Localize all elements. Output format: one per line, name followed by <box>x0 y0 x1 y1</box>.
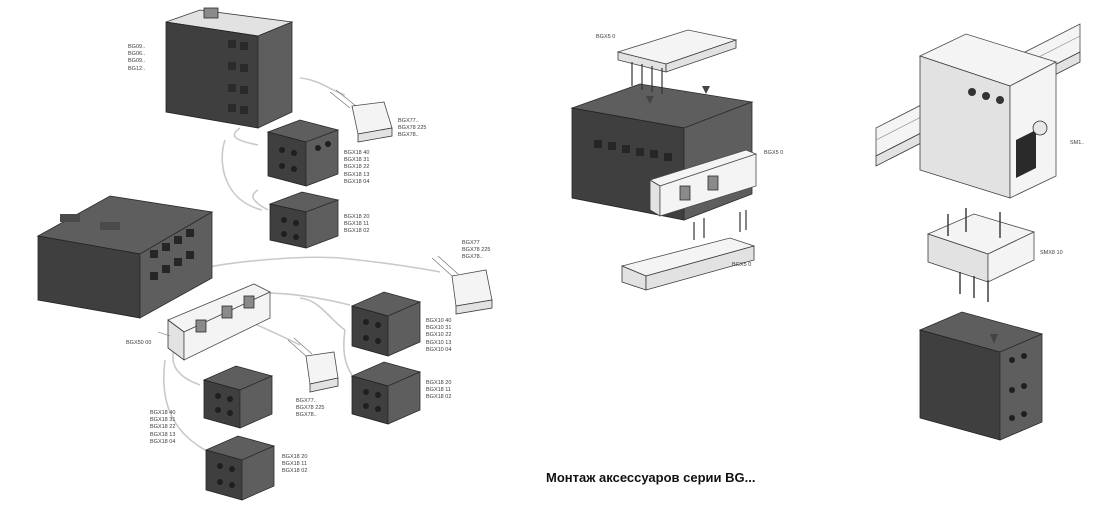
label-rc-low: BGX77.. BGX78 225 BGX78.. <box>296 398 325 419</box>
label-rc-top: BGX77.. BGX78 225 BGX78.. <box>398 118 427 139</box>
label-aux-block-low-4: BGX18 40 BGX18 31 BGX18 22 BGX18 13 BGX1… <box>150 410 176 445</box>
interlock-plate <box>157 283 271 361</box>
rc-module-low <box>287 337 339 393</box>
rc-module-top <box>329 89 393 143</box>
motor-breaker <box>918 33 1058 199</box>
mech-accessory-bottom <box>620 210 756 291</box>
right-contactor <box>918 311 1044 441</box>
label-aux-block-top-4: BGX18 40 BGX18 31 BGX18 22 BGX18 13 BGX1… <box>344 150 370 185</box>
label-motor-breaker: SM1.. <box>1070 140 1085 146</box>
contactor-pair <box>36 195 214 319</box>
label-mech-side: BGX5 0 <box>764 150 784 156</box>
aux-block-mid-2 <box>350 361 422 425</box>
label-rc-mid: BGX77 BGX78 225 BGX78.. <box>462 240 491 261</box>
adapter <box>926 208 1036 302</box>
label-interlock: BGX50 00 <box>126 340 152 346</box>
contactor-small-top <box>165 7 294 129</box>
label-adapter: SMX8 10 <box>1040 250 1063 256</box>
aux-block-mid-4 <box>350 291 422 357</box>
mech-accessory-top <box>616 29 738 104</box>
rc-module-mid <box>431 255 493 315</box>
mech-accessory-side <box>649 149 758 217</box>
label-aux-block-top-2: BGX18 20 BGX18 11 BGX18 02 <box>344 214 370 235</box>
figure-caption: Монтаж аксессуаров серии BG... <box>546 470 756 485</box>
aux-block-low-4 <box>202 365 274 429</box>
aux-block-low-2 <box>204 435 276 501</box>
label-aux-block-low-2: BGX18 20 BGX18 11 BGX18 02 <box>282 454 308 475</box>
aux-block-top-4 <box>266 119 340 187</box>
label-aux-block-mid-4: BGX10 40 BGX10 31 BGX10 22 BGX10 13 BGX1… <box>426 318 452 353</box>
label-aux-block-mid-2: BGX18 20 BGX18 11 BGX18 02 <box>426 380 452 401</box>
aux-block-top-2 <box>268 191 340 249</box>
label-contactor-small: BG09.. BG06.. BG09.. BG12.. <box>128 44 146 72</box>
label-mech-top: BGX5 0 <box>596 34 616 40</box>
label-mech-bottom: BGX5 0 <box>732 262 752 268</box>
